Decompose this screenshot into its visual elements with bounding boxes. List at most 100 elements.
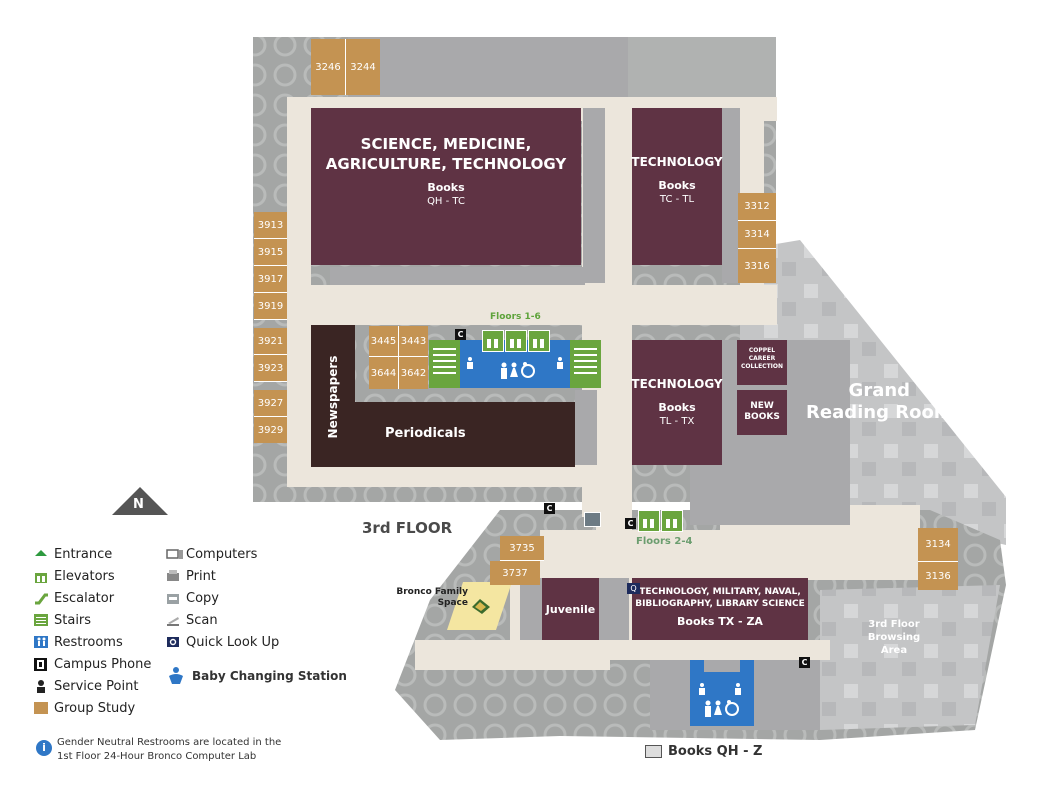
campus-phone-icon[interactable]: C [799,657,810,668]
elevator-5[interactable] [661,510,683,532]
restroom-icon [498,362,538,384]
note-line: 1st Floor 24-Hour Bronco Computer Lab [57,751,257,762]
stairs-east[interactable] [570,340,601,388]
section-science-medicine[interactable]: SCIENCE, MEDICINE, AGRICULTURE, TECHNOLO… [311,108,581,265]
legend-service-point: Service Point [34,676,138,696]
entrance-icon [34,547,48,561]
quick-look-up-icon[interactable]: Q [627,583,640,594]
computer-icon [166,547,183,561]
north-label: N [133,497,144,512]
coppel-line: CAREER [748,355,776,362]
grand-line: Grand [848,380,911,401]
campus-phone-icon[interactable]: C [625,518,636,529]
coppel-line: COLLECTION [740,363,784,370]
room-3913[interactable]: 3913 [254,212,287,239]
grand-line: Reading Room [806,402,953,423]
note-line: Gender Neutral Restrooms are located in … [57,737,282,748]
stairs-icon [34,613,48,627]
coppel-line: COPPEL [748,347,776,354]
room-3737[interactable]: 3737 [490,561,540,585]
section-title: TECHNOLOGY [631,155,723,169]
legend-label: Service Point [54,678,139,694]
section-periodicals[interactable]: Periodicals [355,402,575,467]
copy-icon[interactable] [584,512,601,527]
section-title: TECHNOLOGY, MILITARY, NAVAL, [639,587,801,597]
room-3443[interactable]: 3443 [399,326,428,357]
section-range: TC - TL [659,194,695,205]
section-range: QH - TC [427,196,465,207]
section-technology-tc-tl[interactable]: TECHNOLOGY Books TC - TL [631,108,723,265]
room-3919[interactable]: 3919 [254,293,287,320]
room-3445[interactable]: 3445 [369,326,399,357]
baby-changing-icon [556,354,564,369]
section-newspapers[interactable]: Newspapers [311,325,355,467]
section-range: TL - TX [659,416,695,427]
room-3644[interactable]: 3644 [369,357,399,389]
baby-changing-icon [166,666,186,686]
room-3312[interactable]: 3312 [738,193,776,221]
section-new-books[interactable]: NEW BOOKS [737,390,787,435]
baby-changing-icon [466,354,474,369]
room-3316[interactable]: 3316 [738,249,776,283]
baby-changing-icon [698,680,706,695]
legend-quick-look-up: Quick Look Up [166,632,279,652]
section-technology-military[interactable]: TECHNOLOGY, MILITARY, NAVAL, BIBLIOGRAPH… [632,578,808,640]
room-3927[interactable]: 3927 [254,390,287,417]
legend-label: Entrance [54,546,113,562]
room-3735[interactable]: 3735 [500,536,544,561]
legend-entrance: Entrance [34,544,112,564]
legend-label: Quick Look Up [186,634,280,650]
elevator-1[interactable] [482,330,504,352]
room-3134[interactable]: 3134 [918,528,958,562]
legend-group-study: Group Study [34,698,135,718]
legend-label: Print [186,568,216,584]
section-books: Books [658,179,696,192]
legend-computers: Computers [166,544,257,564]
room-3921[interactable]: 3921 [254,328,287,355]
grand-reading-room-label: Grand Reading Room [806,380,953,424]
juvenile-label: Juvenile [545,603,596,616]
bronco-line: Bronco Family [396,587,468,597]
elevator-icon [34,569,48,583]
room-3923[interactable]: 3923 [254,355,287,382]
legend-scan: Scan [166,610,218,630]
north-arrow: N [112,487,168,517]
room-3917[interactable]: 3917 [254,266,287,293]
restroom-icon [34,635,48,649]
elevator-2[interactable] [505,330,527,352]
legend-copy: Copy [166,588,219,608]
campus-phone-icon[interactable]: C [455,329,466,340]
section-juvenile[interactable]: Juvenile [542,578,599,640]
legend-print: Print [166,566,216,586]
legend-stairs: Stairs [34,610,91,630]
baby-changing-icon [734,680,742,695]
section-technology-tl-tx[interactable]: TECHNOLOGY Books TL - TX [631,340,723,465]
room-3915[interactable]: 3915 [254,239,287,266]
campus-phone-icon [34,657,48,671]
section-books: Books [658,401,696,414]
room-3642[interactable]: 3642 [399,357,428,389]
periodicals-label: Periodicals [385,426,466,441]
stairs-west[interactable] [429,340,460,388]
browsing-area-label: 3rd Floor Browsing Area [862,618,926,657]
room-3246[interactable]: 3246 [311,39,346,95]
elevator-3[interactable] [528,330,550,352]
bronco-family-icon [470,597,492,615]
room-3314[interactable]: 3314 [738,221,776,249]
elevator-4[interactable] [638,510,660,532]
legend-label: Campus Phone [54,656,152,672]
section-title: TECHNOLOGY [631,377,723,391]
legend-baby-changing: Baby Changing Station [166,666,347,686]
print-icon [166,569,180,583]
room-3929[interactable]: 3929 [254,417,287,443]
newspapers-label: Newspapers [326,355,340,439]
floors-2-4-label: Floors 2-4 [636,536,693,547]
campus-phone-icon[interactable]: C [544,503,555,514]
scan-icon [166,613,180,627]
legend-label: Elevators [54,568,115,584]
browse-line: Browsing [867,632,921,643]
section-coppel-career[interactable]: COPPEL CAREER COLLECTION [737,340,787,385]
room-3136[interactable]: 3136 [918,562,958,590]
book-icon [645,745,662,758]
room-3244[interactable]: 3244 [346,39,380,95]
